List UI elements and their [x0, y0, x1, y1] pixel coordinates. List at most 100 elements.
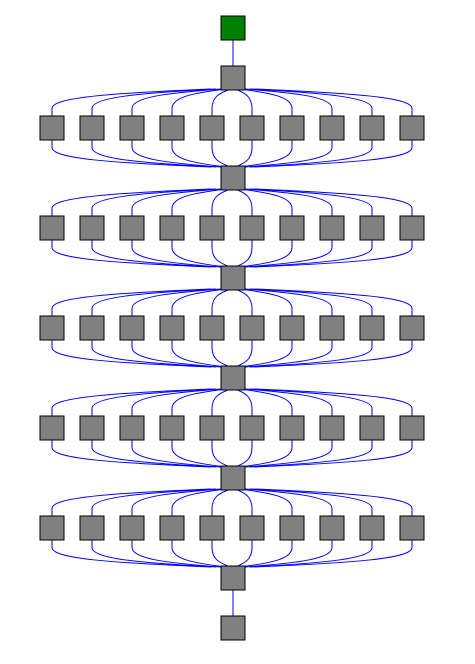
- edge-hub-3-to-layer-3-node-2: [91, 288, 217, 316]
- layer-1-node-2: [79, 115, 105, 141]
- layer-2-node-5: [199, 215, 225, 241]
- edge-hub-5-to-layer-5-node-9: [249, 488, 373, 516]
- edge-layer-2-node-8-to-hub-3: [244, 240, 333, 268]
- layer-1-node-10: [399, 115, 425, 141]
- hub-node-4: [220, 365, 246, 391]
- layer-4-node-4: [159, 415, 185, 441]
- edge-layer-2-node-7-to-hub-3: [240, 240, 293, 268]
- edge-layer-3-node-4-to-hub-4: [171, 340, 226, 368]
- layer-4-node-9: [359, 415, 385, 441]
- edge-layer-4-node-2-to-hub-5: [91, 440, 217, 468]
- edge-hub-4-to-layer-4-node-2: [91, 388, 217, 416]
- edge-layer-1-node-9-to-hub-2: [249, 140, 373, 168]
- layer-1-node-7: [279, 115, 305, 141]
- edge-hub-5-to-layer-5-node-7: [240, 488, 293, 516]
- edge-hub-3-to-layer-3-node-3: [131, 288, 221, 316]
- edge-hub-2-to-layer-2-node-10: [254, 188, 413, 216]
- edge-hub-1-to-layer-1-node-1: [51, 88, 212, 116]
- layer-5-node-10: [399, 515, 425, 541]
- edge-layer-5-node-3-to-hub-6: [131, 540, 221, 568]
- edge-hub-4-to-layer-4-node-1: [51, 388, 212, 416]
- edge-layer-2-node-3-to-hub-3: [131, 240, 221, 268]
- edge-layer-2-node-1-to-hub-3: [51, 240, 212, 268]
- edge-hub-1-to-layer-1-node-2: [91, 88, 217, 116]
- edge-layer-1-node-7-to-hub-2: [240, 140, 293, 168]
- layer-4-node-2: [79, 415, 105, 441]
- hub-node-3: [220, 265, 246, 291]
- layer-3-node-2: [79, 315, 105, 341]
- edge-hub-1-to-layer-1-node-7: [240, 88, 293, 116]
- layer-5-node-7: [279, 515, 305, 541]
- edge-hub-4-to-layer-4-node-3: [131, 388, 221, 416]
- edge-layer-1-node-2-to-hub-2: [91, 140, 217, 168]
- edge-hub-2-to-layer-2-node-7: [240, 188, 293, 216]
- edge-hub-5-to-layer-5-node-4: [171, 488, 226, 516]
- hub-node-6: [220, 565, 246, 591]
- leaf-node: [220, 615, 246, 641]
- edge-hub-2-to-layer-2-node-3: [131, 188, 221, 216]
- edge-layer-3-node-10-to-hub-4: [254, 340, 413, 368]
- edge-layer-3-node-7-to-hub-4: [240, 340, 293, 368]
- layer-2-node-3: [119, 215, 145, 241]
- edge-hub-3-to-layer-3-node-10: [254, 288, 413, 316]
- edge-layer-3-node-3-to-hub-4: [131, 340, 221, 368]
- layer-2-node-2: [79, 215, 105, 241]
- edge-hub-2-to-layer-2-node-4: [171, 188, 226, 216]
- edge-hub-2-to-layer-2-node-2: [91, 188, 217, 216]
- edge-layer-5-node-8-to-hub-6: [244, 540, 333, 568]
- edge-hub-1-to-layer-1-node-3: [131, 88, 221, 116]
- edge-layer-1-node-4-to-hub-2: [171, 140, 226, 168]
- layer-3-node-8: [319, 315, 345, 341]
- edge-layer-5-node-7-to-hub-6: [240, 540, 293, 568]
- edge-hub-5-to-layer-5-node-10: [254, 488, 413, 516]
- edge-hub-4-to-layer-4-node-7: [240, 388, 293, 416]
- layer-4-node-8: [319, 415, 345, 441]
- nodes-group: [39, 15, 425, 641]
- layer-5-node-4: [159, 515, 185, 541]
- layer-3-node-3: [119, 315, 145, 341]
- edge-layer-2-node-10-to-hub-3: [254, 240, 413, 268]
- edge-hub-5-to-layer-5-node-8: [244, 488, 333, 516]
- edges-group: [51, 40, 413, 616]
- edge-layer-1-node-1-to-hub-2: [51, 140, 212, 168]
- edge-layer-1-node-10-to-hub-2: [254, 140, 413, 168]
- layer-3-node-7: [279, 315, 305, 341]
- layer-4-node-5: [199, 415, 225, 441]
- edge-hub-4-to-layer-4-node-8: [244, 388, 333, 416]
- edge-layer-4-node-4-to-hub-5: [171, 440, 226, 468]
- edge-hub-1-to-layer-1-node-8: [244, 88, 333, 116]
- edge-layer-5-node-2-to-hub-6: [91, 540, 217, 568]
- edge-hub-5-to-layer-5-node-1: [51, 488, 212, 516]
- edge-hub-2-to-layer-2-node-8: [244, 188, 333, 216]
- edge-layer-3-node-8-to-hub-4: [244, 340, 333, 368]
- layer-2-node-7: [279, 215, 305, 241]
- layer-5-node-8: [319, 515, 345, 541]
- hub-node-1: [220, 65, 246, 91]
- edge-layer-1-node-8-to-hub-2: [244, 140, 333, 168]
- edge-layer-3-node-2-to-hub-4: [91, 340, 217, 368]
- edge-layer-4-node-1-to-hub-5: [51, 440, 212, 468]
- layer-1-node-3: [119, 115, 145, 141]
- edge-hub-3-to-layer-3-node-1: [51, 288, 212, 316]
- edge-layer-3-node-1-to-hub-4: [51, 340, 212, 368]
- layer-1-node-5: [199, 115, 225, 141]
- layer-1-node-1: [39, 115, 65, 141]
- layer-4-node-7: [279, 415, 305, 441]
- layer-4-node-10: [399, 415, 425, 441]
- edge-layer-4-node-3-to-hub-5: [131, 440, 221, 468]
- layer-4-node-1: [39, 415, 65, 441]
- layer-2-node-8: [319, 215, 345, 241]
- layer-3-node-4: [159, 315, 185, 341]
- layer-5-node-3: [119, 515, 145, 541]
- edge-layer-5-node-10-to-hub-6: [254, 540, 413, 568]
- edge-hub-5-to-layer-5-node-2: [91, 488, 217, 516]
- edge-layer-5-node-4-to-hub-6: [171, 540, 226, 568]
- layer-2-node-10: [399, 215, 425, 241]
- layer-5-node-1: [39, 515, 65, 541]
- layer-3-node-5: [199, 315, 225, 341]
- layer-2-node-6: [239, 215, 265, 241]
- edge-layer-5-node-9-to-hub-6: [249, 540, 373, 568]
- hub-node-2: [220, 165, 246, 191]
